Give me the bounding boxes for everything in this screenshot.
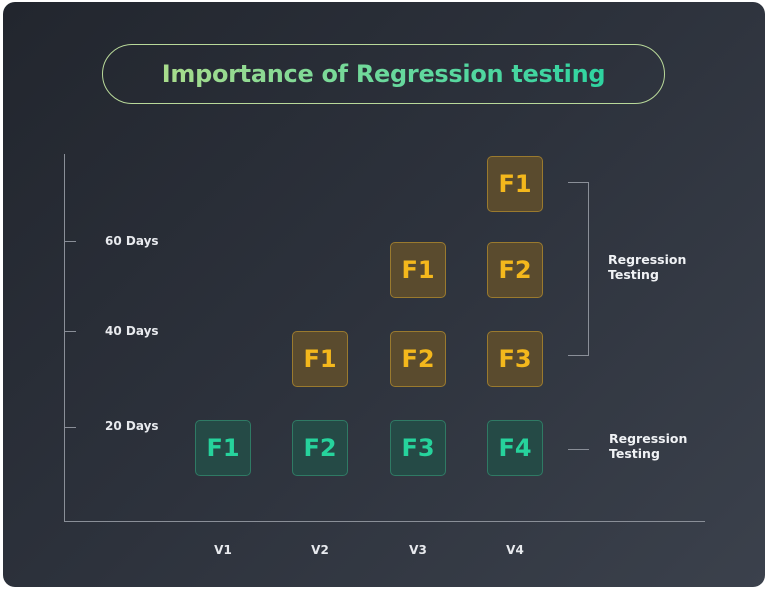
y-label-40-days: 40 Days (105, 324, 159, 338)
v4-regression-box-f1: F1 (487, 156, 543, 212)
v3-regression-box-f1: F1 (390, 242, 446, 298)
regression-bracket-label: Regression Testing (608, 252, 686, 282)
regression-line-label-line1: Regression (609, 431, 688, 446)
v2-new-feature-box: F2 (292, 420, 348, 476)
v3-new-feature-box: F3 (390, 420, 446, 476)
regression-line-label: Regression Testing (609, 431, 687, 461)
regression-bracket (568, 182, 589, 356)
v4-new-feature-box: F4 (487, 420, 543, 476)
regression-connector-line (568, 449, 589, 450)
title-pill: Importance of Regression testing (102, 44, 665, 104)
v3-regression-box-f2: F2 (390, 331, 446, 387)
x-label-v4: V4 (506, 543, 524, 557)
regression-line-label-line2: Testing (609, 446, 660, 461)
v2-regression-box-f1: F1 (292, 331, 348, 387)
v1-new-feature-box: F1 (195, 420, 251, 476)
v4-regression-box-f3: F3 (487, 331, 543, 387)
v4-regression-box-f2: F2 (487, 242, 543, 298)
y-tick-20 (64, 427, 76, 428)
y-tick-40 (64, 331, 76, 332)
x-label-v3: V3 (409, 543, 427, 557)
diagram-card: Importance of Regression testing 60 Days… (3, 2, 765, 587)
x-label-v2: V2 (311, 543, 329, 557)
y-tick-60 (64, 241, 76, 242)
regression-bracket-label-line1: Regression (608, 252, 687, 267)
y-axis-line (64, 154, 65, 522)
y-label-20-days: 20 Days (105, 419, 159, 433)
x-axis-line (64, 521, 705, 522)
diagram-title: Importance of Regression testing (161, 60, 606, 88)
x-label-v1: V1 (214, 543, 232, 557)
regression-bracket-label-line2: Testing (608, 267, 659, 282)
y-label-60-days: 60 Days (105, 234, 159, 248)
